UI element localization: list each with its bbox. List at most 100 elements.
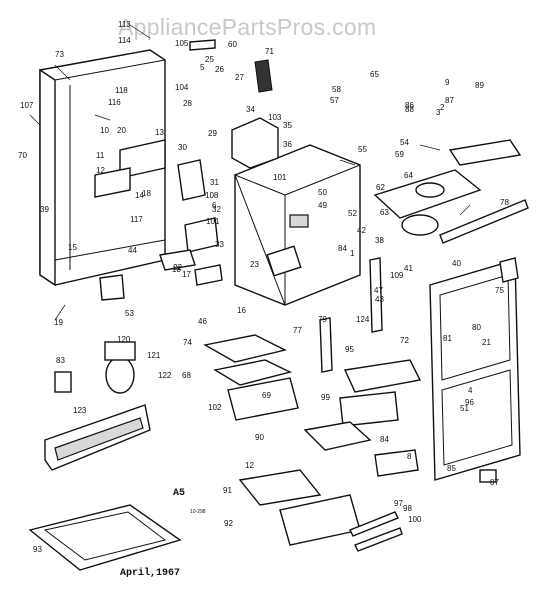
part-number-label: 102: [208, 403, 222, 412]
part-number-label: 11: [96, 151, 105, 160]
watermark: AppliancePartsPros.com: [118, 14, 377, 40]
fan-assembly: [373, 139, 522, 236]
part-number-label: 2: [440, 103, 445, 112]
part-number-label: 35: [283, 121, 292, 130]
date-label: April,1967: [120, 567, 180, 579]
bracket-12: [94, 167, 131, 198]
control-housing: [231, 117, 279, 169]
part-number-label: 16: [237, 306, 246, 315]
door-post: [369, 257, 383, 333]
part-number-label: 103: [268, 113, 282, 122]
part-number-label: 49: [318, 201, 327, 210]
part-number-label: 1: [350, 249, 355, 258]
part-number-label: 44: [128, 246, 137, 255]
part-number-label: 85: [447, 464, 456, 473]
part-number-label: 23: [250, 260, 259, 269]
part-number-label: 50: [318, 188, 327, 197]
part-number-label: 21: [482, 338, 491, 347]
part-number-label: 6: [212, 201, 217, 210]
liner: [234, 144, 361, 306]
part-number-label: 83: [56, 356, 65, 365]
basket: [339, 391, 399, 427]
part-number-label: 29: [208, 129, 217, 138]
switch-120: [54, 371, 72, 393]
plate-12: [374, 449, 419, 477]
part-number-label: 32: [212, 205, 221, 214]
rail-78: [439, 199, 529, 244]
part-number-label: 27: [235, 73, 244, 82]
part-number-label: 52: [348, 209, 357, 218]
part-number-label: 101: [206, 217, 220, 226]
shelf-11: [303, 421, 372, 451]
evaporator-bracket: [119, 139, 166, 179]
part-number-label: 87: [445, 96, 454, 105]
part-number-label: 118: [115, 86, 128, 95]
part-number-label: 43: [375, 295, 384, 304]
strip-100: [354, 527, 403, 552]
part-number-label: 5: [200, 63, 205, 72]
part-number-label: 12: [96, 166, 105, 175]
relay-box: [99, 274, 125, 301]
part-number-label: 124: [356, 315, 370, 324]
part-number-label: 107: [20, 101, 34, 110]
ice-tray: [203, 334, 293, 386]
part-number-label: 28: [183, 99, 192, 108]
part-number-label: 9: [445, 78, 450, 87]
part-number-label: 39: [40, 205, 49, 214]
top-rail: [189, 39, 216, 51]
part-number-label: 97: [394, 499, 403, 508]
part-number-label: 69: [262, 391, 271, 400]
part-number-label: 58: [332, 85, 341, 94]
part-number-label: 60: [228, 40, 237, 49]
part-number-label: 4: [468, 386, 473, 395]
part-number-label: 77: [293, 326, 302, 335]
part-number-label: 86: [405, 101, 414, 110]
part-number-label: 116: [108, 98, 121, 107]
part-number-label: 79: [318, 315, 327, 324]
part-number-label: 59: [395, 150, 404, 159]
drain-trough: [184, 217, 219, 253]
part-number-label: 30: [178, 143, 187, 152]
part-number-label: 26: [215, 65, 224, 74]
part-number-label: 57: [330, 96, 339, 105]
part-number-label: 19: [54, 318, 63, 327]
part-number-label: 47: [374, 286, 383, 295]
part-number-label: 53: [125, 309, 134, 318]
part-number-label: 25: [205, 55, 214, 64]
drain-pan: [28, 504, 182, 571]
part-number-label: 100: [408, 515, 422, 524]
part-number-label: 105: [175, 39, 189, 48]
lower-bracket: [194, 264, 223, 286]
part-number-label: 14: [135, 191, 144, 200]
part-number-label: 120: [117, 335, 131, 344]
part-number-label: 71: [265, 47, 274, 56]
part-number-label: 54: [400, 138, 409, 147]
part-number-label: 10: [100, 126, 109, 135]
part-number-label: 84: [338, 244, 347, 253]
part-number-label: 96: [465, 398, 474, 407]
part-number-label: 72: [400, 336, 409, 345]
part-number-label: 65: [370, 70, 379, 79]
tray-91: [238, 469, 322, 506]
part-number-label: 101: [273, 173, 287, 182]
part-number-label: 42: [357, 226, 366, 235]
part-number-label: 51: [460, 404, 469, 413]
section-code: A5: [173, 488, 185, 499]
part-number-label: 78: [500, 198, 509, 207]
part-number-label: 38: [375, 236, 384, 245]
part-number-label: 98: [403, 504, 412, 513]
part-number-label: 89: [475, 81, 484, 90]
part-number-label: 117: [130, 215, 143, 224]
part-number-label: 122: [158, 371, 172, 380]
part-number-label: 121: [147, 351, 161, 360]
part-number-label: 36: [283, 140, 292, 149]
part-number-label: 13: [155, 128, 164, 137]
part-number-label: 80: [472, 323, 481, 332]
part-number-label: 22: [173, 263, 182, 272]
part-number-label: 81: [443, 334, 452, 343]
part-number-label: 73: [55, 50, 64, 59]
grille: [44, 404, 151, 471]
crisper-drawer: [227, 377, 299, 421]
